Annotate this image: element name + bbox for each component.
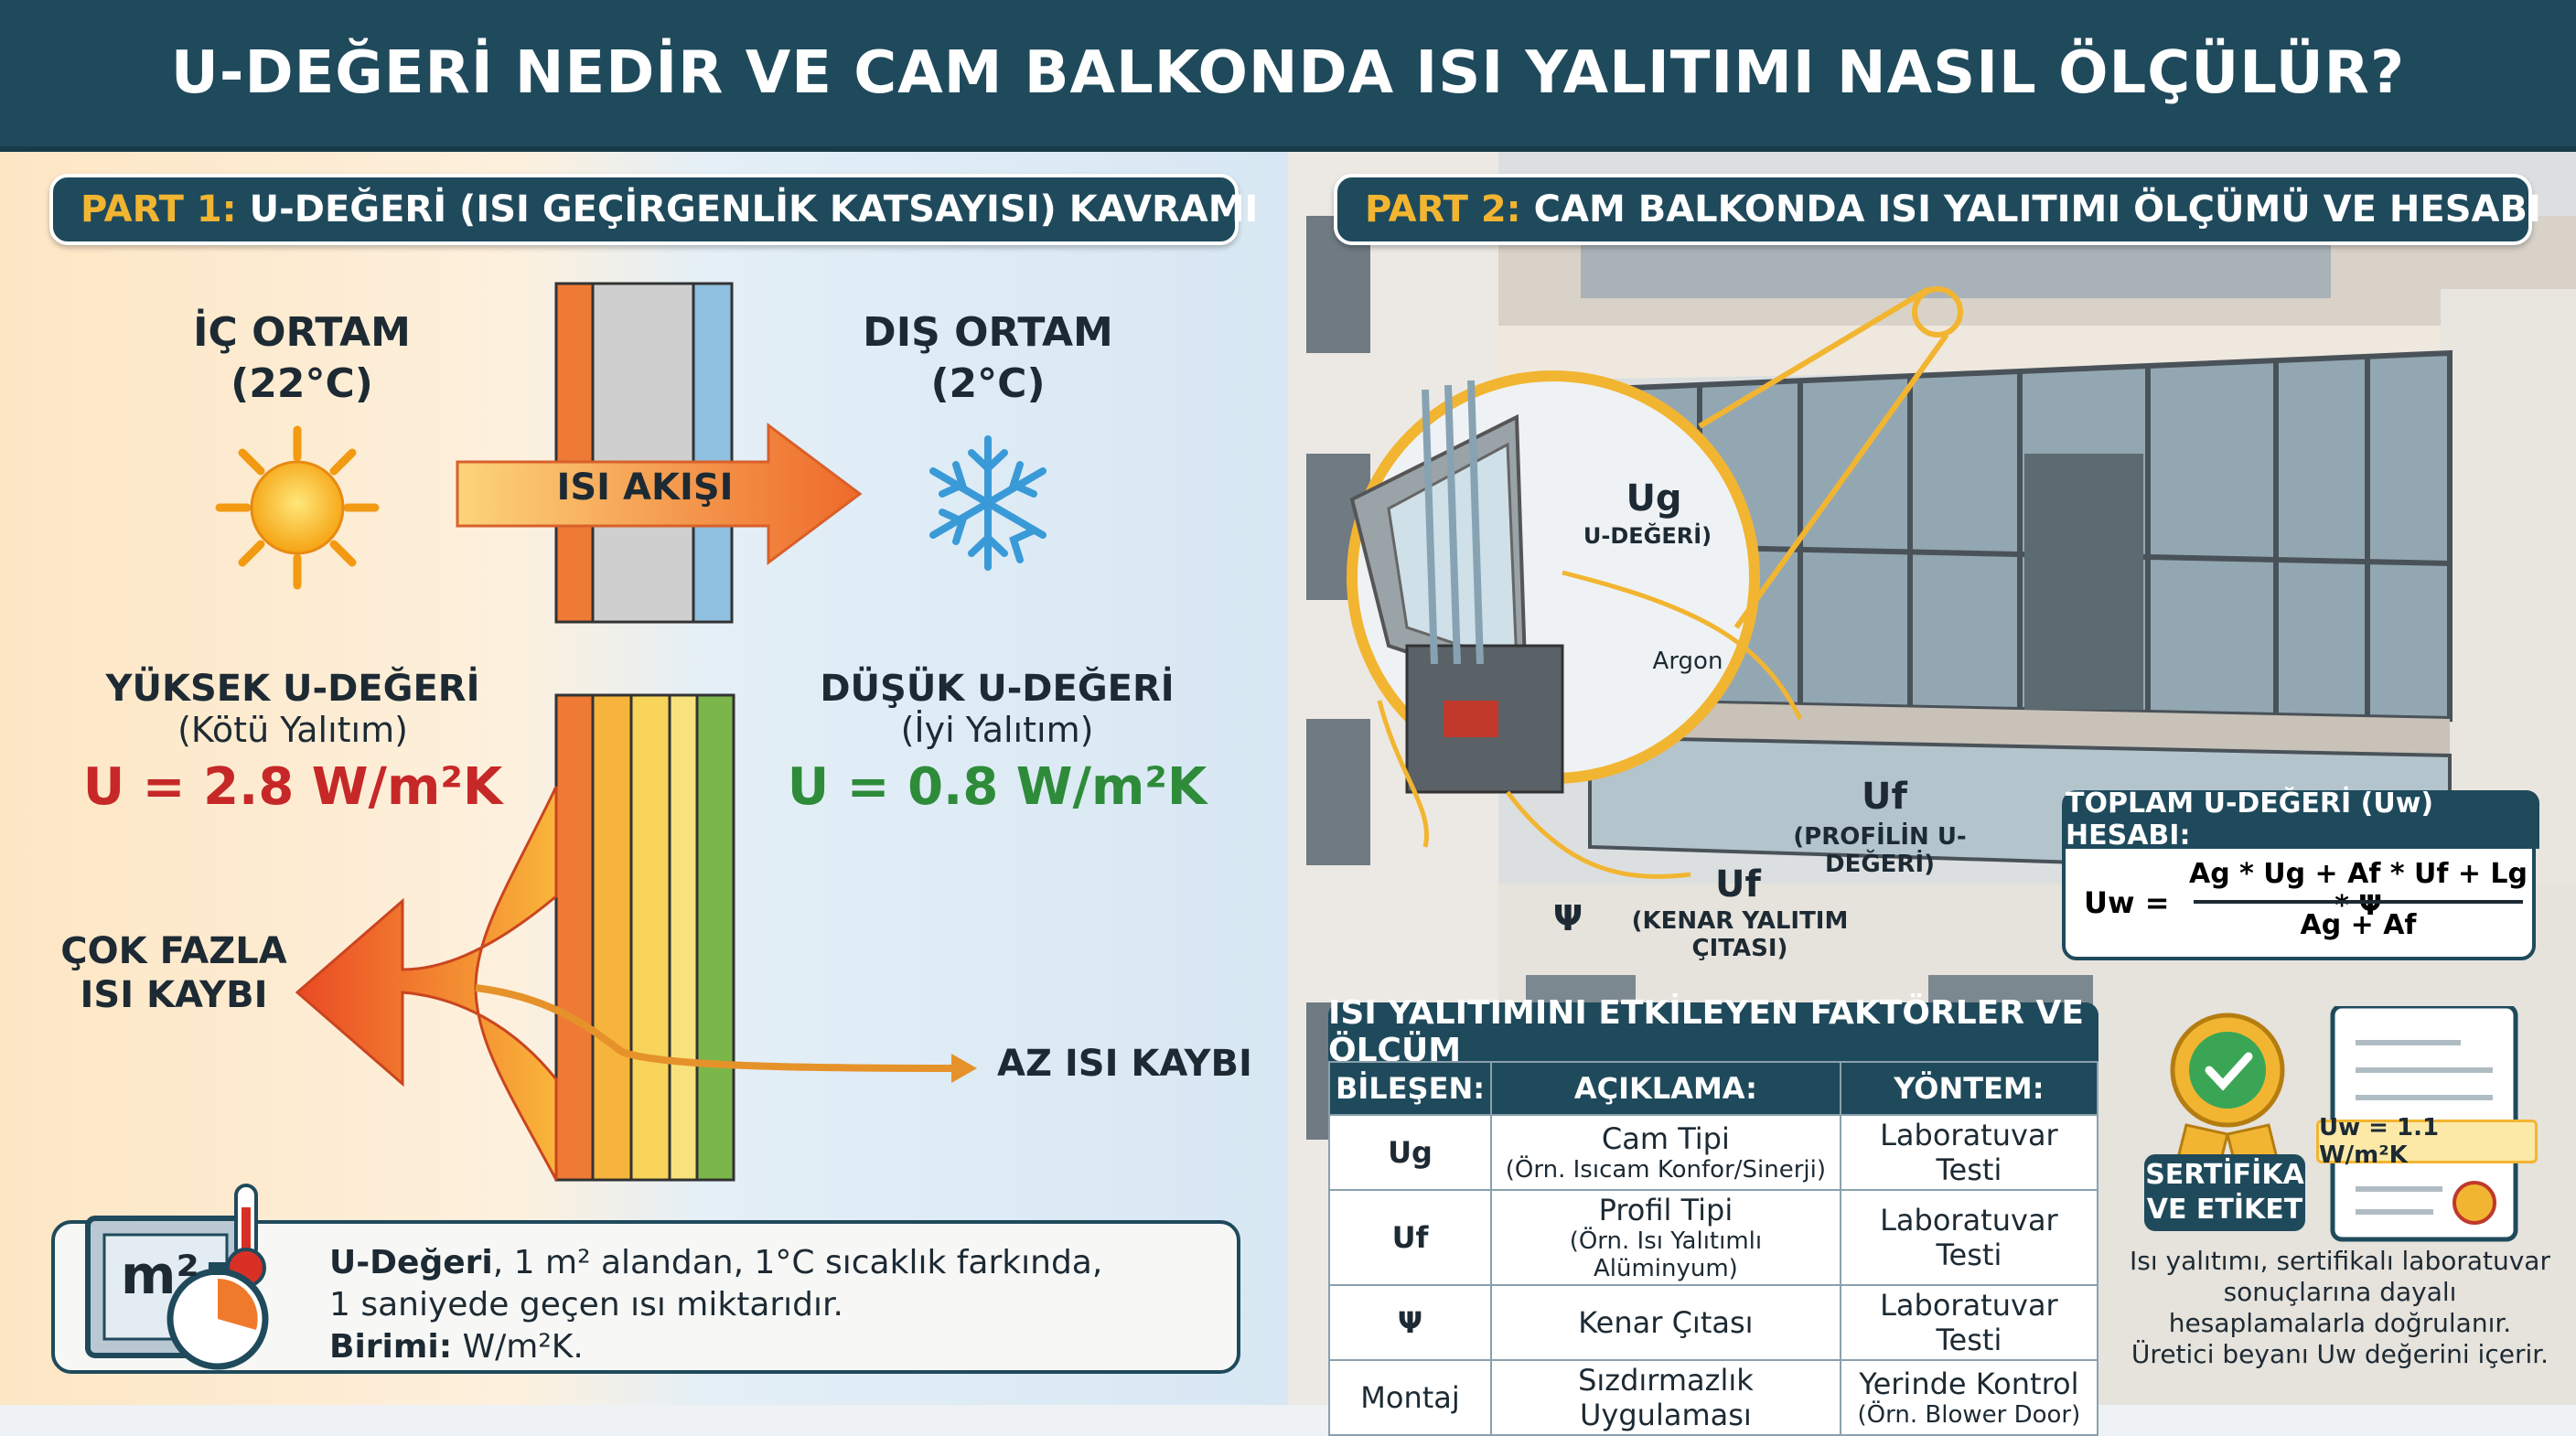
- high-heat-loss-arrow: [295, 786, 558, 1181]
- factors-header-description: AÇIKLAMA:: [1490, 1061, 1841, 1116]
- uw-formula-lhs: Uw =: [2084, 885, 2170, 920]
- heat-flow-label: ISI AKIŞI: [556, 466, 734, 509]
- unit-value: W/m²K.: [452, 1328, 584, 1366]
- argon-label: Argon: [1652, 648, 1723, 675]
- inside-label: İÇ ORTAM: [193, 309, 411, 356]
- inside-temp: (22°C): [231, 360, 373, 407]
- inside-label-block: İÇ ORTAM (22°C): [165, 307, 439, 410]
- uw-formula-box: TOPLAM U-DEĞERİ (Uw) HESABI: Uw = Ag * U…: [2062, 788, 2539, 960]
- u-value-illustration: [215, 282, 1046, 1182]
- certification-note-line: hesaplamalarla doğrulanır.: [2168, 1308, 2512, 1338]
- certification-note-line: Isı yalıtımı, sertifikalı laboratuvar: [2130, 1246, 2550, 1276]
- part2-title: CAM BALKONDA ISI YALITIMI ÖLÇÜMÜ VE HESA…: [1533, 188, 2541, 230]
- area-unit-label: m²: [121, 1244, 199, 1306]
- uf-label: Uf: [1862, 776, 1907, 818]
- certification-note: Isı yalıtımı, sertifikalı laboratuvar so…: [2113, 1246, 2567, 1370]
- certification-note-line: Üretici beyanı Uw değerini içerir.: [2131, 1339, 2549, 1369]
- unit-label: Birimi:: [329, 1328, 453, 1366]
- definition-line2: 1 saniyede geçen ısı miktarıdır.: [329, 1286, 843, 1323]
- outside-label-block: DIŞ ORTAM (2°C): [851, 307, 1125, 410]
- certification-note-line: sonuçlarına dayalı: [2223, 1277, 2457, 1307]
- table-cell-example: (Örn. Isı Yalıtımlı Alüminyum): [1569, 1227, 1763, 1282]
- snowflake-icon: [929, 435, 1046, 571]
- part1-label: PART 1:: [80, 188, 237, 230]
- table-cell-method-example: (Örn. Blower Door): [1857, 1401, 2081, 1429]
- table-cell-description: Profil Tipi: [1598, 1193, 1733, 1227]
- table-cell-method: Laboratuvar Testi: [1839, 1284, 2099, 1361]
- uw-formula-divider: [2194, 900, 2523, 904]
- table-cell-description: Sızdırmazlık Uygulaması: [1490, 1359, 1841, 1436]
- high-heat-loss-line1: ÇOK FAZLA: [60, 930, 287, 972]
- definition-term: U-Değeri: [329, 1244, 493, 1281]
- low-u-value: U = 0.8 W/m²K: [787, 757, 1208, 817]
- part1-title-bar: PART 1: U-DEĞERİ (ISI GEÇİRGENLİK KATSAY…: [49, 174, 1258, 245]
- certificate-label-line1: SERTİFİKA: [2145, 1159, 2304, 1191]
- ug-sublabel: U-DEĞERİ): [1583, 523, 1712, 549]
- page-header: U-DEĞERİ NEDİR VE CAM BALKONDA ISI YALIT…: [0, 0, 2576, 152]
- wall-bottom: [554, 693, 735, 1182]
- high-u-block: YÜKSEK U-DEĞERİ (Kötü Yalıtım) U = 2.8 W…: [73, 668, 512, 817]
- table-cell-description: Cam Tipi: [1601, 1121, 1730, 1156]
- low-u-title: DÜŞÜK U-DEĞERİ: [820, 668, 1175, 710]
- high-heat-loss-label: ÇOK FAZLA ISI KAYBI: [37, 929, 311, 1017]
- uw-formula-numerator: Ag * Ug + Af * Uf + Lg * Ψ: [2188, 858, 2528, 922]
- table-row: Ψ Kenar Çıtası Laboratuvar Testi: [1327, 1284, 2099, 1361]
- high-u-desc: (Kötü Yalıtım): [177, 710, 408, 750]
- high-heat-loss-line2: ISI KAYBI: [80, 974, 268, 1016]
- factors-header-component: BİLEŞEN:: [1327, 1061, 1493, 1116]
- uw-formula-denominator: Ag + Af: [2300, 909, 2417, 941]
- table-row: Uf Profil Tipi(Örn. Isı Yalıtımlı Alümin…: [1327, 1189, 2099, 1286]
- ug-label: Ug: [1626, 477, 1682, 520]
- factors-table-title: ISI YALITIMINI ETKİLEYEN FAKTÖRLER VE ÖL…: [1328, 994, 2098, 1069]
- table-cell-component: Uf: [1327, 1189, 1493, 1286]
- high-u-value: U = 2.8 W/m²K: [82, 757, 503, 817]
- table-cell-method: Laboratuvar Testi: [1839, 1114, 2099, 1191]
- table-cell-method: Yerinde Kontrol: [1859, 1366, 2079, 1401]
- low-heat-loss-arrowhead: [951, 1054, 977, 1083]
- certificate-label-line2: VE ETİKET: [2146, 1194, 2303, 1226]
- page-title: U-DEĞERİ NEDİR VE CAM BALKONDA ISI YALIT…: [170, 39, 2406, 107]
- table-cell-method: Laboratuvar Testi: [1839, 1189, 2099, 1286]
- table-row: Montaj Sızdırmazlık Uygulaması Yerinde K…: [1327, 1359, 2099, 1436]
- certificate-uw-value: Uw = 1.1 W/m²K: [2316, 1114, 2538, 1169]
- uw-formula-title: TOPLAM U-DEĞERİ (Uw) HESABI:: [2066, 788, 2539, 852]
- wall-top: [554, 282, 734, 624]
- outside-label: DIŞ ORTAM: [863, 309, 1113, 356]
- table-cell-component: Ψ: [1327, 1284, 1493, 1361]
- part2-title-bar: PART 2: CAM BALKONDA ISI YALITIMI ÖLÇÜMÜ…: [1334, 174, 2541, 245]
- psi-sublabel: (KENAR YALITIM ÇITASI): [1631, 907, 1849, 962]
- sun-icon: [215, 425, 380, 590]
- table-cell-component: Ug: [1327, 1114, 1493, 1191]
- outside-temp: (2°C): [930, 360, 1046, 407]
- factors-table: BİLEŞEN: AÇIKLAMA: YÖNTEM: Ug Cam Tipi(Ö…: [1327, 1061, 2099, 1436]
- factors-header-method: YÖNTEM:: [1839, 1061, 2099, 1116]
- uf-label-2: Uf: [1715, 863, 1761, 906]
- u-value-definition-text: U-Değeri, 1 m² alandan, 1°C sıcaklık far…: [329, 1242, 1102, 1368]
- table-cell-component: Montaj: [1327, 1359, 1493, 1436]
- low-heat-loss-arrow: [475, 984, 952, 1072]
- heat-flow-arrow: [456, 423, 863, 565]
- low-u-block: DÜŞÜK U-DEĞERİ (İyi Yalıtım) U = 0.8 W/m…: [778, 668, 1217, 817]
- low-u-desc: (İyi Yalıtım): [900, 710, 1094, 750]
- definition-line1: , 1 m² alandan, 1°C sıcaklık farkında,: [492, 1244, 1103, 1281]
- certificate-label: SERTİFİKA VE ETİKET: [2144, 1154, 2305, 1231]
- low-heat-loss-label: AZ ISI KAYBI: [997, 1043, 1252, 1085]
- table-row: Ug Cam Tipi(Örn. Isıcam Konfor/Sinerji) …: [1327, 1114, 2099, 1191]
- psi-label: Ψ: [1552, 898, 1583, 938]
- area-thermometer-icon: [85, 1184, 269, 1370]
- uf-sublabel: (PROFİLİN U-DEĞERİ): [1793, 823, 1967, 878]
- part1-title: U-DEĞERİ (ISI GEÇİRGENLİK KATSAYISI) KAV…: [249, 188, 1259, 230]
- part2-label: PART 2:: [1365, 188, 1521, 230]
- table-cell-description: Kenar Çıtası: [1490, 1284, 1841, 1361]
- high-u-title: YÜKSEK U-DEĞERİ: [105, 668, 480, 710]
- u-value-definition-box: m² U-Değeri, 1 m² alandan, 1°C sıcaklık …: [51, 1184, 1240, 1374]
- table-cell-example: (Örn. Isıcam Konfor/Sinerji): [1505, 1156, 1827, 1184]
